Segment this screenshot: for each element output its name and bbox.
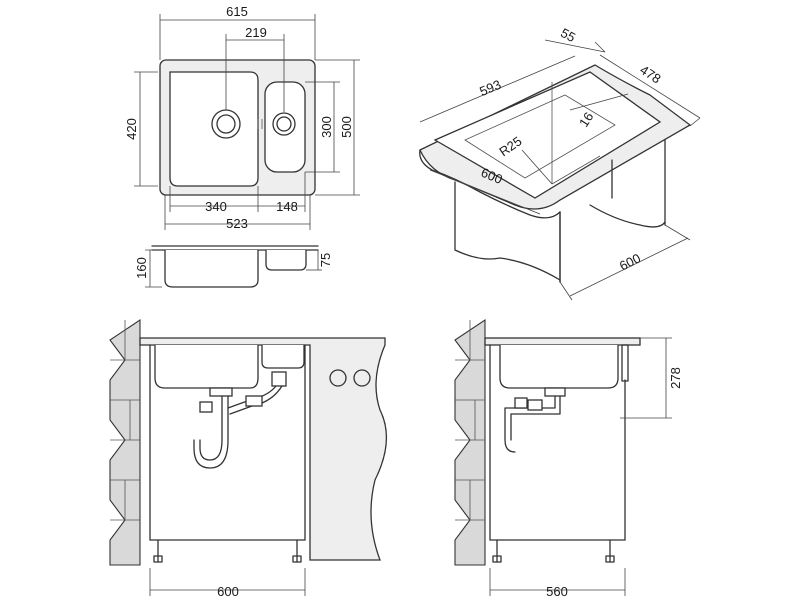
side-bowl <box>499 345 619 389</box>
dim-line-593 <box>419 55 576 123</box>
dim-line-55 <box>594 41 606 53</box>
dim-label-75: 75 <box>318 253 333 267</box>
dim-label-615: 615 <box>226 4 248 19</box>
front-main-bowl <box>154 345 259 389</box>
main-bowl-outline <box>169 71 259 187</box>
small-drain-icon <box>272 112 296 136</box>
dim-label-55: 55 <box>558 25 578 45</box>
dim-label-600-front: 600 <box>217 584 239 599</box>
small-bowl-section <box>265 250 307 271</box>
side-siphon-icon <box>504 387 566 453</box>
dim-line-600-iso-front <box>429 169 541 215</box>
dim-label-600-iso-depth: 600 <box>617 250 643 273</box>
side-section-view: 160 75 <box>134 245 333 288</box>
sink-cutout <box>433 71 662 199</box>
countertop-front <box>139 337 388 561</box>
tap-hole-icon-2 <box>353 369 371 387</box>
dim-label-478: 478 <box>637 62 663 86</box>
isometric-cabinet-view: 55 478 593 16 R25 600 600 <box>419 25 701 301</box>
dim-label-340: 340 <box>205 199 227 214</box>
dim-label-500: 500 <box>339 116 354 138</box>
dim-label-523: 523 <box>226 216 248 231</box>
dim-line-16 <box>569 93 629 111</box>
dim-label-16: 16 <box>576 109 596 129</box>
dim-label-278: 278 <box>668 367 683 389</box>
countertop-side <box>484 337 641 346</box>
dim-label-160: 160 <box>134 257 149 279</box>
front-small-bowl <box>261 345 305 369</box>
small-bowl-outline <box>264 81 306 173</box>
dim-label-593: 593 <box>477 77 503 99</box>
dim-line-600-iso-depth <box>569 237 689 297</box>
dim-label-300: 300 <box>319 116 334 138</box>
siphon-icon <box>193 371 287 469</box>
top-view: 615 219 420 300 500 340 148 523 <box>124 4 360 231</box>
dim-label-219: 219 <box>245 25 267 40</box>
dim-line-r25 <box>521 149 553 185</box>
dim-label-560: 560 <box>546 584 568 599</box>
dim-label-148: 148 <box>276 199 298 214</box>
side-cabinet-view: 278 560 <box>454 318 683 599</box>
dim-line-478 <box>599 54 701 119</box>
tap-hole-icon <box>329 369 347 387</box>
dim-label-420: 420 <box>124 118 139 140</box>
main-bowl-section <box>164 250 259 288</box>
front-cabinet-view: 600 <box>109 318 388 599</box>
